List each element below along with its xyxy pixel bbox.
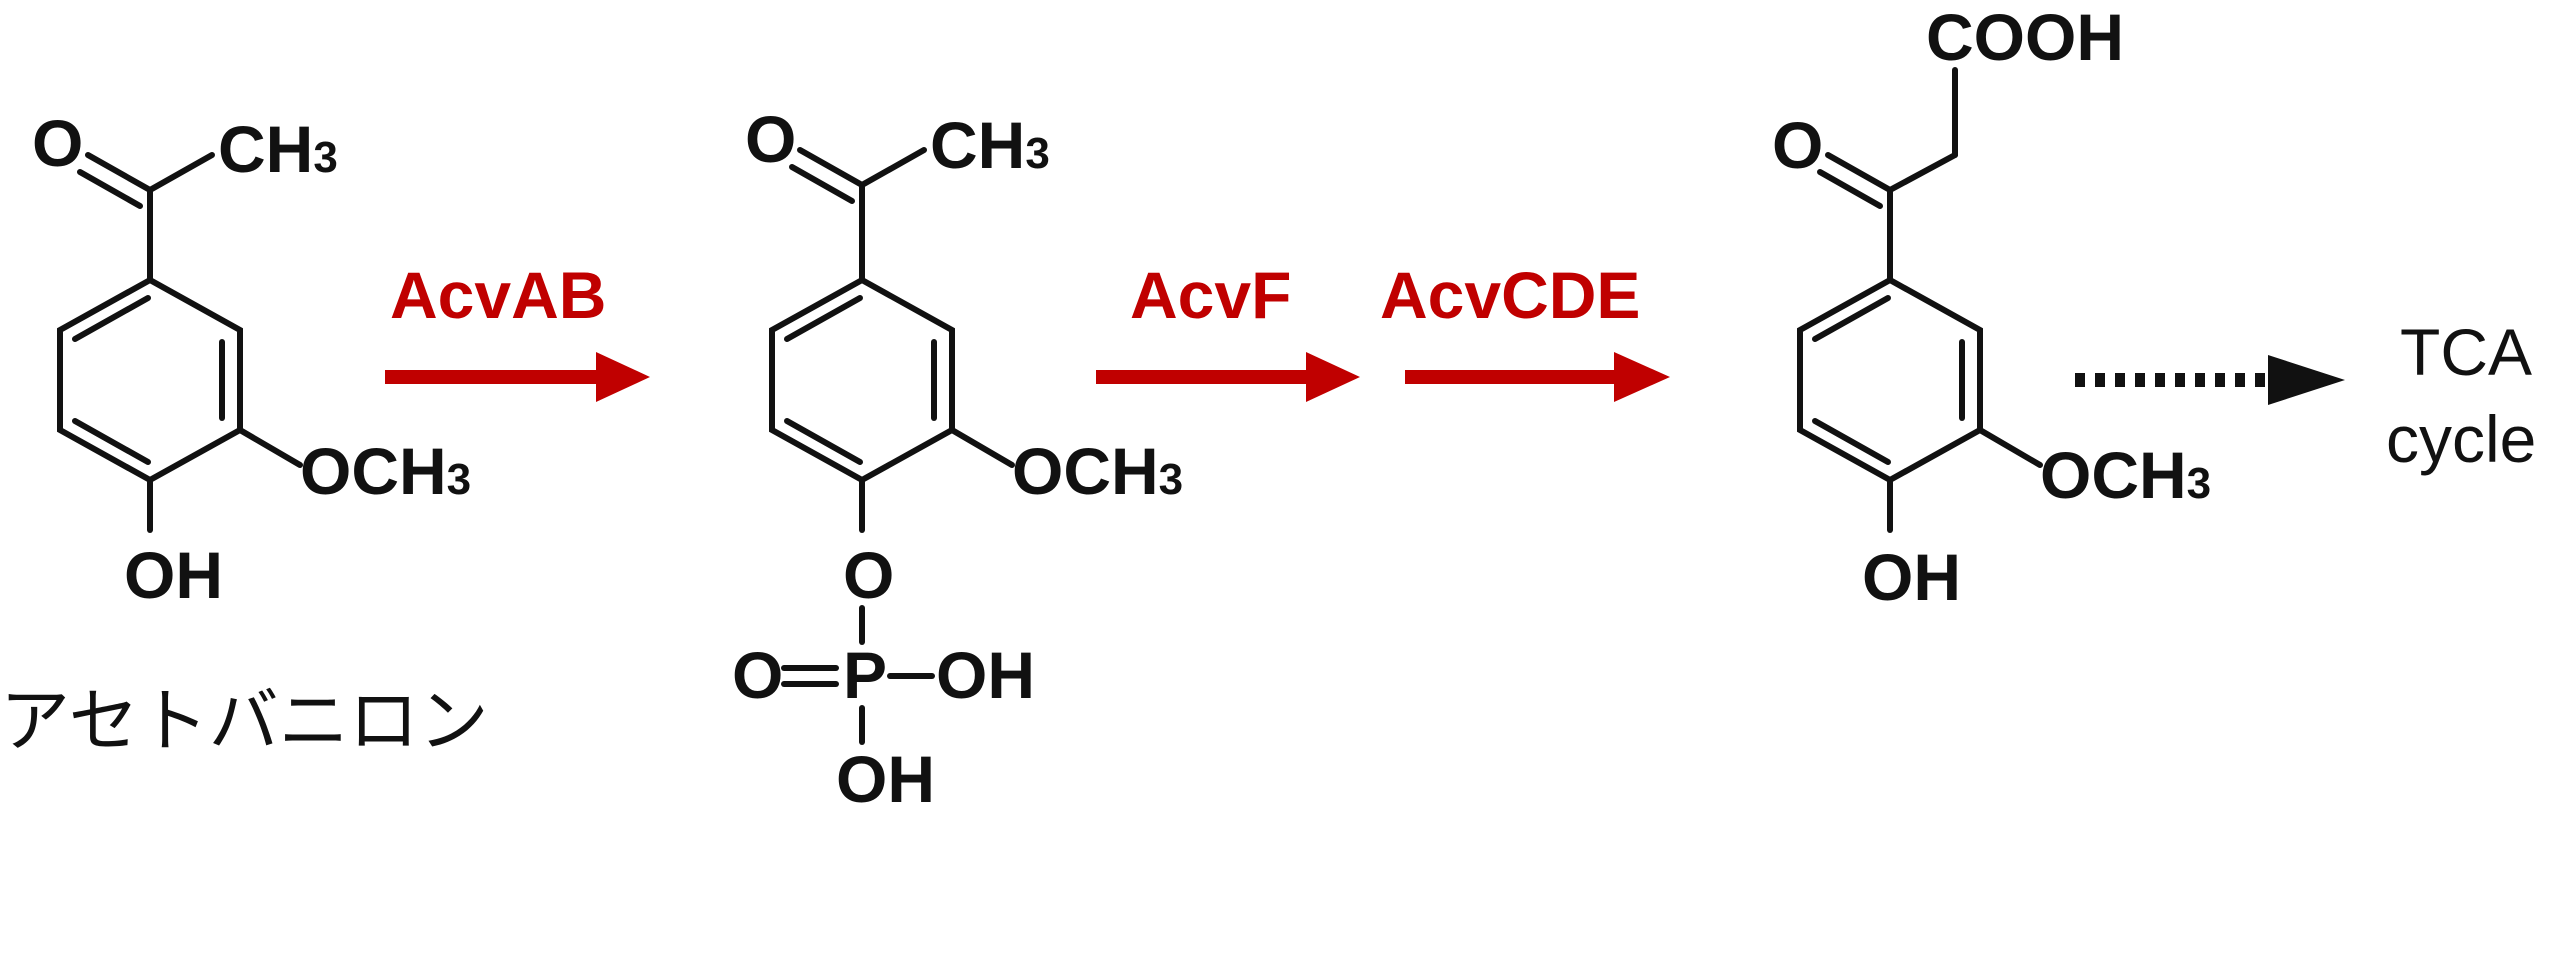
arrow-head [1614,352,1670,402]
ring-double-bond [72,295,151,342]
methoxy-group: OCH3 [2040,438,2211,512]
reaction-arrow-acvf [1096,352,1360,402]
phosphate-hydroxyl-bottom: OH [836,742,935,816]
methoxy-bond [237,427,303,468]
methyl-group: CH3 [930,108,1050,182]
phosphate-double-oxygen: O [732,638,783,712]
arrow-head [596,352,650,402]
enzyme-label-acvab: AcvAB [390,258,606,332]
phosphate-hydroxyl-right: OH [936,638,1035,712]
carbonyl-double-bond [1825,152,1893,193]
hydroxyl-group: OH [124,538,223,612]
arrow-head [1306,352,1360,402]
hydroxyl-group: OH [1862,540,1961,614]
tca-label-line2: cycle [2386,402,2536,476]
methyl-bond [147,152,215,193]
benzene-ring [769,276,955,484]
ring-double-bond [1812,295,1891,342]
carbonyl-double-bond [1817,169,1883,209]
benzene-ring [1797,276,1983,484]
carbonyl-oxygen: O [1772,108,1823,182]
methyl-group: CH3 [218,112,338,186]
carbonyl-oxygen: O [745,102,796,176]
methoxy-bond [1977,427,2043,468]
benzene-ring [57,276,243,484]
enzyme-label-acvcde: AcvCDE [1380,258,1640,332]
methyl-bond [859,147,927,188]
carbonyl-double-bond [85,152,153,193]
ring-double-bond [784,295,863,342]
enzyme-label-acvf: AcvF [1130,258,1291,332]
ring-double-bond [1812,418,1891,465]
compound-acetovanillone: O CH3 OCH3 OH [32,106,471,612]
ring-double-bond [72,418,151,465]
reaction-arrow-acvab [385,352,650,402]
methoxy-group: OCH3 [1012,434,1183,508]
methylene-bond [1887,152,1958,193]
ring-double-bond [784,418,863,465]
compound-phosphate: O CH3 OCH3 O P O OH OH [732,102,1183,816]
carbonyl-double-bond [77,169,143,209]
compound-carboxylic-acid: O COOH OCH3 OH [1772,0,2211,614]
carbonyl-double-bond [789,164,855,204]
carbonyl-double-bond [797,147,865,188]
reaction-arrow-acvcde [1405,352,1670,402]
phosphate-link-oxygen: O [843,538,894,612]
methoxy-group: OCH3 [300,434,471,508]
arrow-head [2268,355,2345,405]
dotted-arrow-to-tca [2075,355,2345,405]
phosphorus-atom: P [843,638,887,712]
carbonyl-oxygen: O [32,106,83,180]
methoxy-bond [949,427,1015,468]
tca-label-line1: TCA [2400,315,2532,389]
carboxyl-group: COOH [1926,0,2124,74]
compound-name-acetovanillone: アセトバニロン [0,680,489,762]
